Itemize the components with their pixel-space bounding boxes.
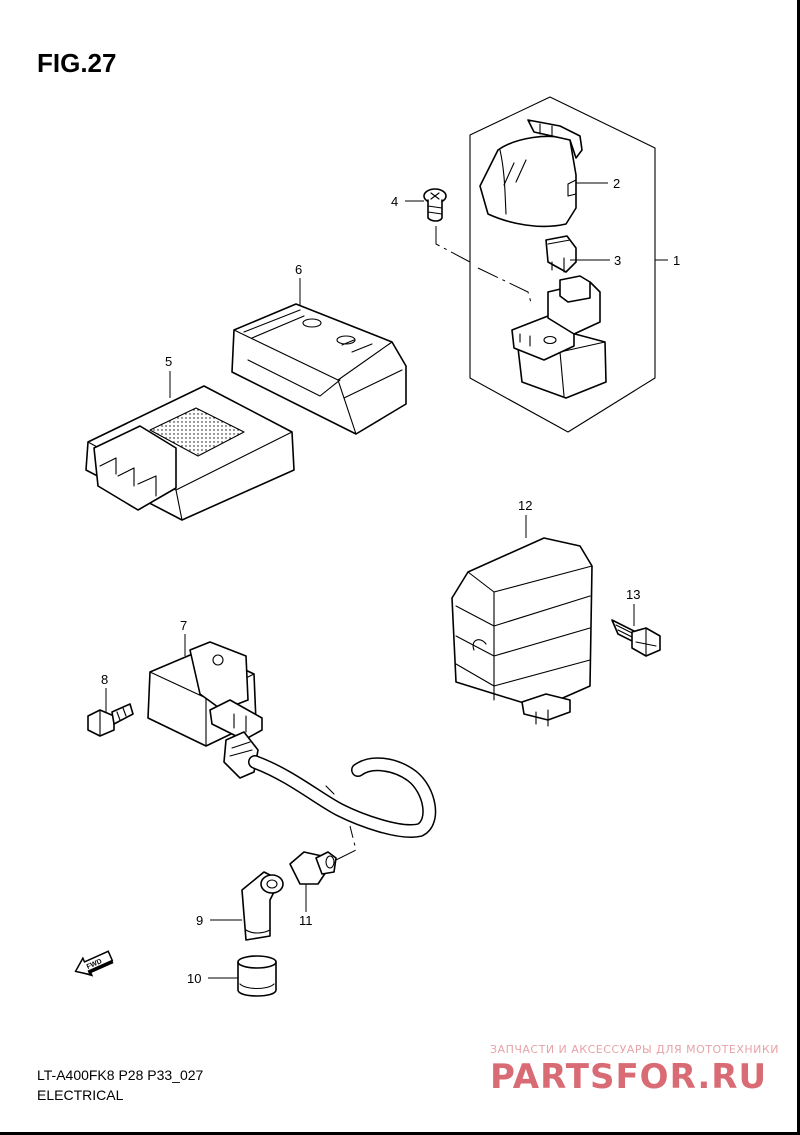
part-8-flange-bolt[interactable] — [87, 703, 134, 737]
watermark-tagline: ЗАПЧАСТИ И АКСЕССУАРЫ ДЛЯ МОТОТЕХНИКИ — [490, 1043, 779, 1056]
callout-2[interactable]: 2 — [613, 176, 620, 191]
part-6-ecm-cover[interactable] — [231, 303, 407, 435]
callout-11[interactable]: 11 — [299, 913, 313, 928]
footer-section-name: ELECTRICAL — [37, 1087, 124, 1103]
part-9-plug-cap[interactable] — [241, 871, 284, 941]
callout-6[interactable]: 6 — [295, 262, 302, 277]
callout-1[interactable]: 1 — [673, 253, 680, 268]
part-11-plug-boot[interactable] — [289, 851, 337, 885]
part-2-relay-cover[interactable] — [479, 119, 583, 228]
assembly-outline-1 — [469, 96, 656, 433]
part-7-ignition-coil[interactable] — [147, 641, 263, 779]
part-11-fitting-line — [335, 825, 357, 861]
callout-8[interactable]: 8 — [101, 672, 108, 687]
high-tension-cord — [249, 756, 435, 837]
forward-arrow-icon: FWD — [74, 950, 114, 977]
watermark-brand: PARTSFOR.RU — [490, 1057, 767, 1097]
part-10-cover-cap[interactable] — [237, 955, 277, 997]
starter-relay-body — [511, 275, 607, 399]
figure-title: FIG.27 — [37, 48, 116, 78]
callout-9[interactable]: 9 — [196, 913, 203, 928]
callout-5[interactable]: 5 — [165, 354, 172, 369]
callout-7[interactable]: 7 — [180, 618, 187, 633]
part-4-screw[interactable] — [423, 188, 447, 222]
part-13-flange-bolt[interactable] — [611, 619, 661, 657]
callout-13[interactable]: 13 — [626, 587, 640, 602]
callout-12[interactable]: 12 — [518, 498, 532, 513]
part-12-regulator-rectifier[interactable] — [451, 537, 593, 727]
callout-10[interactable]: 10 — [187, 971, 201, 986]
part-3-fuse[interactable] — [545, 235, 577, 273]
callout-4[interactable]: 4 — [391, 194, 398, 209]
part-4-fitting-line — [435, 226, 533, 307]
footer-model-code: LT-A400FK8 P28 P33_027 — [37, 1067, 204, 1083]
callout-3[interactable]: 3 — [614, 253, 621, 268]
cord-mark — [325, 785, 335, 795]
part-5-ecm-unit[interactable] — [85, 385, 295, 521]
